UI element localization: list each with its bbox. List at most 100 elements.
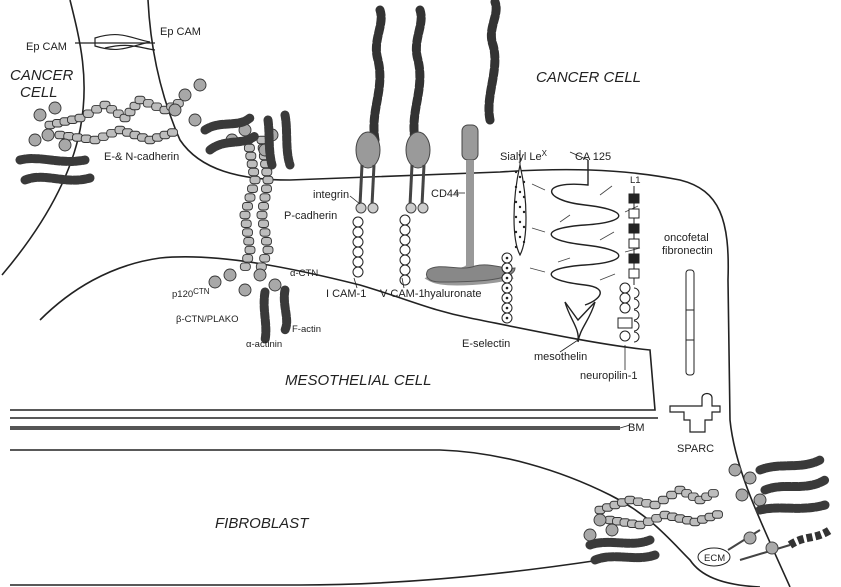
labels: CANCER CELL CANCER CELL MESOTHELIAL CELL… [10,26,725,564]
epcam-complex [75,35,155,50]
cancer-cell-left-label-line2: CELL [20,84,58,101]
cd44-label: CD44 [431,188,459,200]
l1-loop [634,288,639,298]
p-cadherin-bead [260,255,270,262]
en-cadherin-label: E-& N-cadherin [104,151,179,163]
neuropilin-domain [618,318,632,328]
catenin-globule [34,109,46,121]
vcam-domain [400,245,410,255]
p-cadherin-bead [247,160,257,168]
sialyl-dot [515,201,517,203]
catenin-globule [224,269,236,281]
glycan-strand [625,248,640,252]
glycan-strand [600,232,614,240]
cadherin-bead [708,490,718,498]
alpha-ctn-label: α-CTN [290,268,318,279]
actin-filament [595,555,655,560]
actin-filament [20,159,85,162]
integrin-head-1 [356,132,380,168]
epcam-right-label: Ep CAM [160,26,201,38]
actin-filament [285,115,290,165]
p-cadherin-bead [243,203,253,211]
p-cadherin-bead [244,238,254,246]
p-cadherin-bead [259,220,269,228]
sialyl-dot [515,246,517,248]
e-selectin-domain-dot [506,277,509,280]
vcam-domain [400,255,410,265]
integrin-head-2 [406,132,430,168]
oncofetal-fibronectin-rod [686,270,694,375]
cd44-ligand-filament [489,2,496,120]
e-selectin-chain [502,253,512,323]
p-cadherin-bead [263,176,273,184]
cd44-head [462,125,478,160]
neuropilin-domain [620,303,630,313]
vcam-domain [400,265,410,275]
sialyl-dot [519,206,521,208]
cadherin-bead [713,511,723,519]
catenin-globule [194,79,206,91]
p-cadherin-bead [241,220,251,228]
l1-domain [629,209,639,218]
cancer-cell-right-label: CANCER CELL [536,69,641,86]
sialyl-dot [519,176,521,178]
sparc-label: SPARC [677,443,714,455]
vcam-domain [400,225,410,235]
fibroblast-membrane-lower [10,560,600,585]
catenin-globule [736,489,748,501]
catenin-globule [49,102,61,114]
integrin-ligand-filament-2 [414,10,421,140]
e-selectin-domain-dot [506,257,509,260]
l1-loop [634,332,639,342]
p-cadherin-bead [260,194,270,202]
p-cadherin-bead [263,246,273,254]
bm-label: BM [628,422,645,434]
sialyl-dot [519,221,521,223]
p-cadherin-bead [248,185,258,193]
p-cadherin-bead [262,185,272,193]
l1-domain [629,224,639,233]
sialyl-dot [515,171,517,173]
icam-vcam-chains [353,215,410,285]
cd44-stalk [432,160,512,281]
p-cadherin-bead [244,144,254,152]
e-selectin-domain-dot [506,307,509,310]
glycan-strand [532,228,545,232]
catenin-globule [754,494,766,506]
p-cadherin-bead [257,211,267,219]
ca125-coil [551,160,619,305]
oncofetal-label-line1: oncofetal [664,232,709,244]
actin-filament [760,505,825,510]
glycan-strand [532,184,545,190]
p-cadherin-bead [243,229,253,237]
icam-domain [353,237,363,247]
catenin-globule [42,129,54,141]
vcam-domain [400,215,410,225]
p-cadherin-bead [250,176,260,184]
sialyl-dot [523,181,525,183]
p-cadherin-bead [240,263,250,271]
icam-domain [353,217,363,227]
catenin-globule [744,472,756,484]
catenin-globule [729,464,741,476]
sialyl-dot [523,211,525,213]
catenin-globule [179,89,191,101]
glycan-strand [560,215,570,222]
catenin-globule [254,269,266,281]
mesothelin-label: mesothelin [534,351,587,363]
e-selectin-domain-dot [506,267,509,270]
alpha-actinin-label: α-actinin [246,339,282,350]
sialyl-dot [515,231,517,233]
glycan-strand [558,258,570,262]
p-cadherin-bead [245,194,255,202]
integrin-ligand-filament-1 [374,10,381,140]
catenin-globule [29,134,41,146]
actin-filament [268,120,272,165]
ca125-mesothelin [551,160,619,342]
neuropilin-domain [620,331,630,341]
l1-loop [634,310,639,320]
sparc-protein [670,394,720,433]
glycan-strand [530,268,545,272]
